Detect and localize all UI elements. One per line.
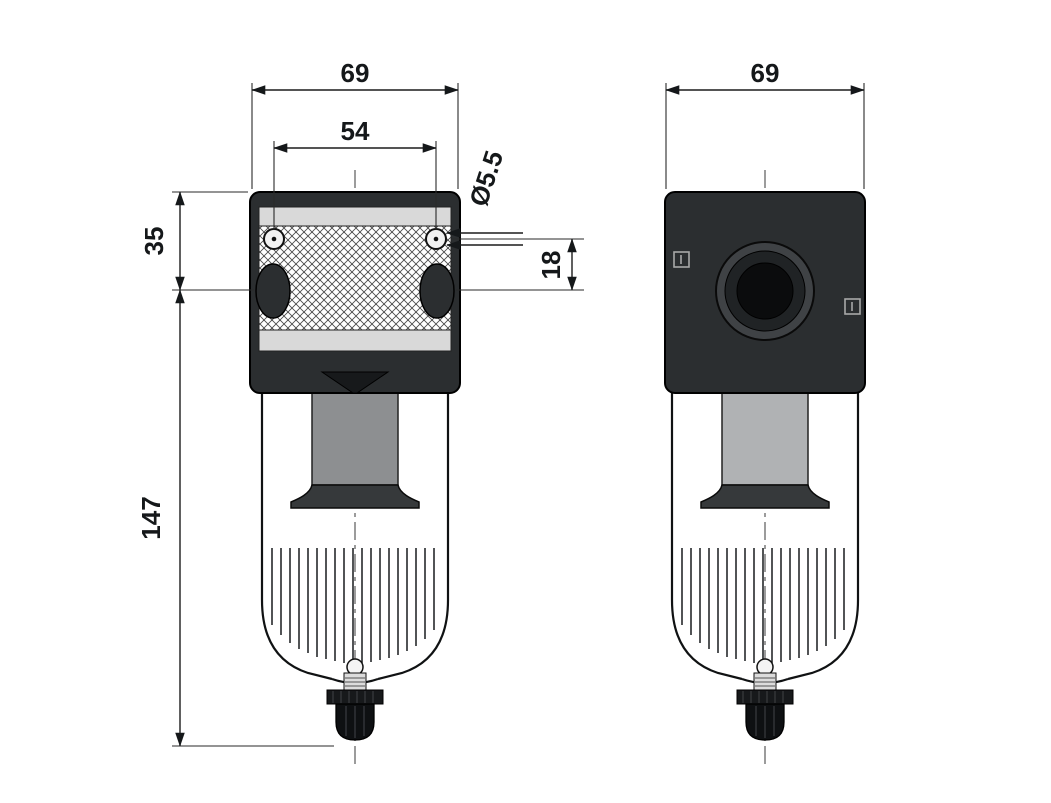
side-deflector-bell [700,484,830,509]
front-head [249,191,461,394]
side-clamp-slot-left [673,251,690,268]
dim-head-height: 35 [139,191,254,291]
front-funnel [320,371,390,394]
mounting-hole-left-center [271,236,277,242]
dim-label-hole-diameter: Ø5.5 [463,147,509,210]
front-hatch-fill [258,225,452,331]
front-filter-neck [311,392,399,486]
dim-label-hole-spacing: 54 [341,116,370,146]
dim-side-overall-width: 69 [665,58,865,189]
dim-body-height: 147 [136,289,334,747]
side-filter-neck [721,392,809,486]
dim-hole-to-port: 18 [452,238,584,291]
side-view: 69 [664,58,866,768]
dim-label-front-width: 69 [341,58,370,88]
dim-label-head-height: 35 [139,227,169,256]
dim-label-body-height: 147 [136,496,166,539]
front-view: 69 54 Ø5.5 18 35 147 [136,58,584,768]
dim-label-hole-to-port: 18 [536,251,566,280]
front-top-band [258,206,452,227]
side-head [664,191,866,394]
dim-hole-spacing: 54 [273,116,437,230]
side-clamp-slot-right [844,298,861,315]
side-drain [736,658,794,741]
front-port-right [419,263,455,319]
front-deflector-bell [290,484,420,509]
front-port-left [255,263,291,319]
front-drain-ring [326,689,384,705]
front-drain [326,658,384,741]
side-bowl-ribs [681,548,845,663]
front-bottom-band [258,329,452,352]
dim-front-overall-width: 69 [251,58,459,189]
side-drain-ring [736,689,794,705]
mounting-hole-right-center [433,236,439,242]
front-bowl-ribs [271,548,435,663]
side-port-bore [736,262,794,320]
dim-label-side-width: 69 [751,58,780,88]
